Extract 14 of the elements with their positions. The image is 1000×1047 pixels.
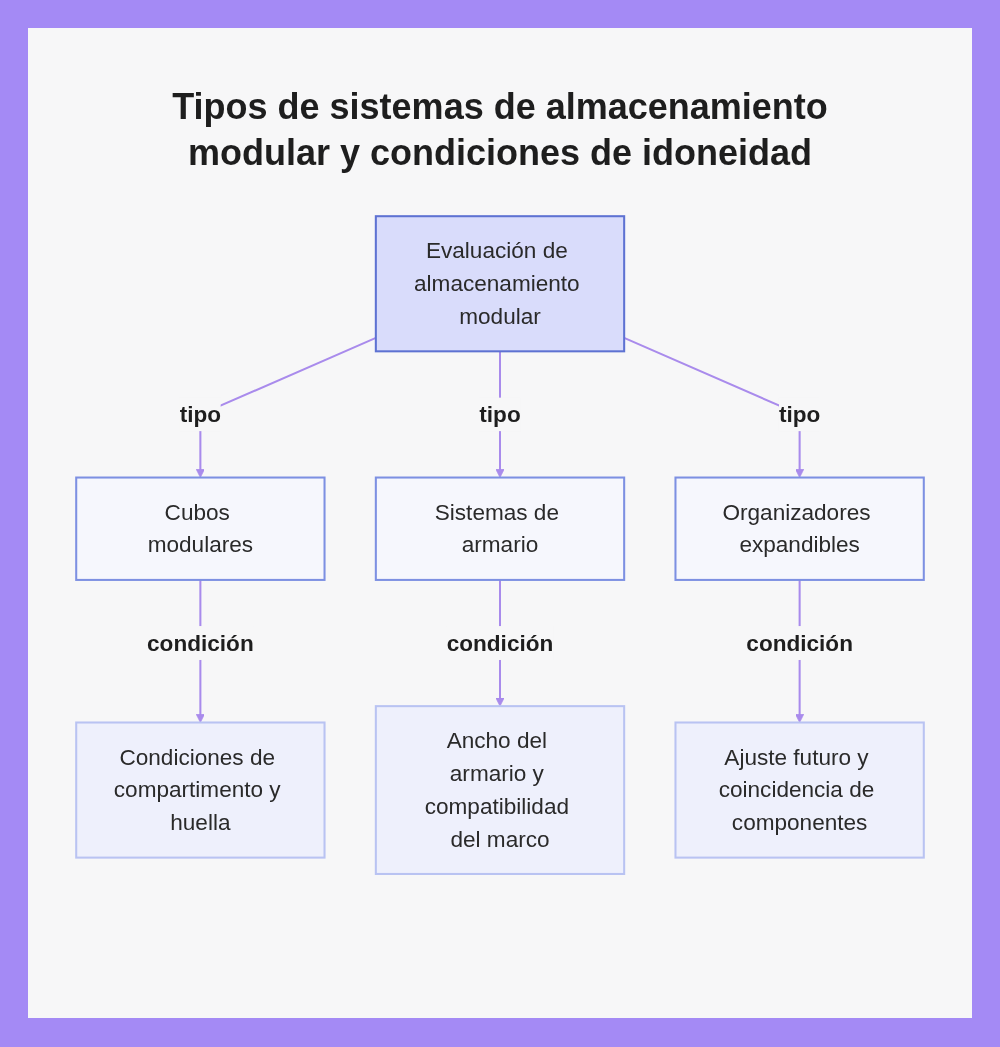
edge-label: tipo <box>778 401 821 428</box>
edge-label: condición <box>746 630 853 656</box>
edge-label: condición <box>147 630 254 656</box>
node-box: Organizadores expandibles <box>674 476 925 581</box>
diagram-title: Tipos de sistemas de almacenamiento modular y condiciones de idoneidad <box>171 85 829 175</box>
node-box: Sistemas de armario <box>374 476 626 581</box>
edge-label: tipo <box>179 401 222 428</box>
node-box: Ancho del armario y compatibilidad del marco <box>374 705 626 875</box>
node-box: Evaluación de almacenamiento modular <box>374 215 626 353</box>
edge-label: tipo <box>479 401 521 428</box>
node-box: Ajuste futuro y coincidencia de componentes <box>674 721 925 859</box>
node-box: Cubos modulares <box>75 476 326 581</box>
node-box: Condiciones de compartimento y huella <box>75 721 326 859</box>
edge-label: condición <box>446 630 554 656</box>
